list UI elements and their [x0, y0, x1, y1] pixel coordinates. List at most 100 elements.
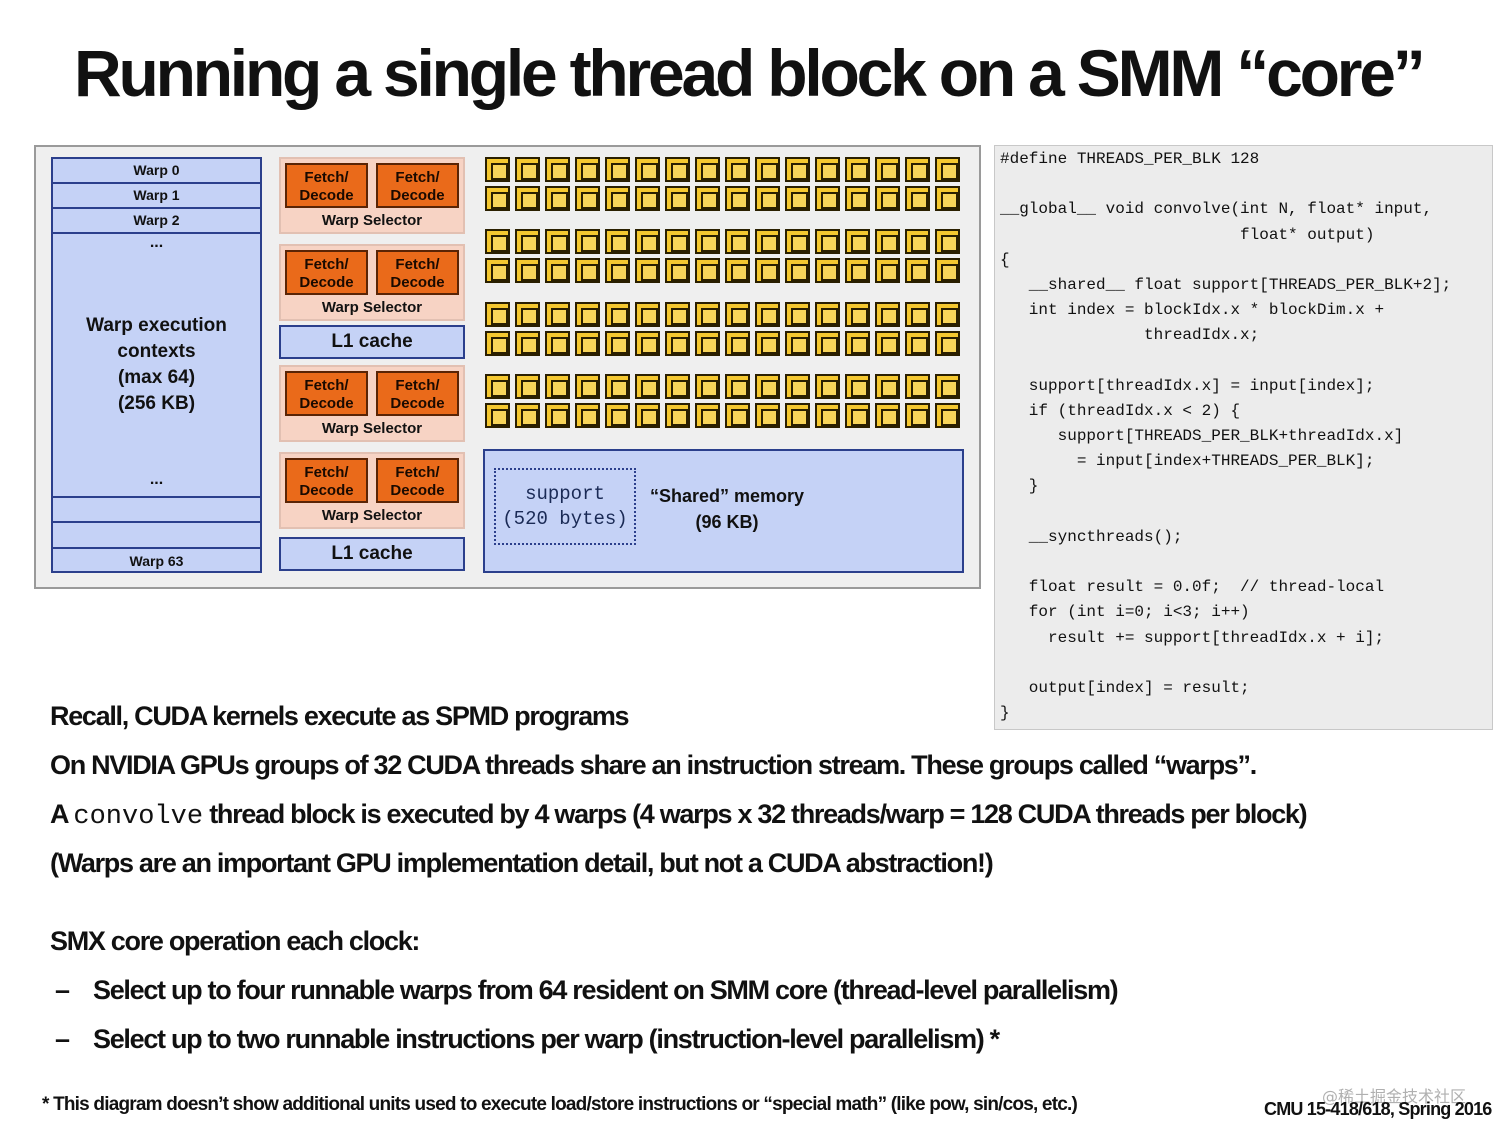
alu-unit	[755, 403, 780, 428]
alu-unit	[545, 302, 570, 327]
code-listing: #define THREADS_PER_BLK 128__global__ vo…	[994, 145, 1493, 730]
alu-unit	[695, 186, 720, 211]
alu-unit	[815, 258, 840, 283]
warp-context-label: Warp execution contexts (max 64) (256 KB…	[53, 313, 260, 417]
alu-unit	[485, 403, 510, 428]
alu-unit	[515, 157, 540, 182]
alu-unit	[905, 331, 930, 356]
alu-unit	[605, 157, 630, 182]
alu-unit	[785, 331, 810, 356]
alu-unit	[605, 302, 630, 327]
alu-unit	[815, 403, 840, 428]
shared-memory-title: “Shared” memory	[649, 486, 805, 506]
shared-memory-size: (96 KB)	[695, 512, 759, 532]
fd-label: Decode	[390, 395, 445, 412]
alu-unit	[515, 403, 540, 428]
alu-unit	[815, 186, 840, 211]
code-line	[1000, 550, 1492, 575]
convolve-warps-text: A convolve thread block is executed by 4…	[50, 794, 1308, 837]
fetch-decode-unit: Fetch/ Decode	[285, 163, 368, 208]
warps-definition-text: On NVIDIA GPUs groups of 32 CUDA threads…	[50, 750, 1257, 780]
alu-unit	[635, 258, 660, 283]
convolve-code: convolve	[73, 802, 204, 832]
alu-unit	[695, 331, 720, 356]
bullet-text: Select up to four runnable warps from 64…	[93, 975, 1119, 1005]
warp-selector: Warp Selector	[321, 420, 423, 437]
fd-label: Fetch/	[304, 256, 349, 273]
fetch-decode-group-3: Fetch/ Decode Fetch/ Decode Warp Selecto…	[279, 365, 465, 442]
alu-unit	[665, 229, 690, 254]
alu-unit	[545, 186, 570, 211]
alu-unit	[755, 229, 780, 254]
alu-unit	[755, 331, 780, 356]
alu-unit	[635, 229, 660, 254]
alu-unit	[875, 331, 900, 356]
code-line: }	[1000, 704, 1010, 723]
warp-ellipsis-top: ...	[149, 234, 164, 251]
smm-diagram: Warp 0 Warp 1 Warp 2 ... Warp execution …	[34, 145, 981, 589]
bullet-item: –Select up to four runnable warps from 6…	[55, 970, 1119, 1010]
alu-unit	[845, 302, 870, 327]
code-line: if (threadIdx.x < 2) {	[1000, 401, 1241, 420]
alu-unit	[695, 302, 720, 327]
fd-label: Fetch/	[395, 256, 440, 273]
alu-unit	[815, 374, 840, 399]
alu-unit	[695, 374, 720, 399]
alu-unit	[545, 258, 570, 283]
alu-unit	[905, 229, 930, 254]
alu-unit	[485, 302, 510, 327]
alu-unit	[695, 229, 720, 254]
shared-memory: support (520 bytes) “Shared” memory (96 …	[483, 449, 964, 573]
alu-unit	[935, 302, 960, 327]
warp-1-row: Warp 1	[53, 184, 260, 209]
alu-unit	[845, 157, 870, 182]
support-label: support	[525, 483, 605, 505]
alu-unit	[665, 186, 690, 211]
alu-unit	[845, 403, 870, 428]
alu-unit	[545, 331, 570, 356]
alu-unit	[515, 258, 540, 283]
alu-unit	[635, 186, 660, 211]
alu-unit	[635, 157, 660, 182]
alu-unit	[755, 157, 780, 182]
alu-unit	[875, 403, 900, 428]
alu-unit	[485, 157, 510, 182]
alu-unit	[515, 331, 540, 356]
alu-unit	[575, 374, 600, 399]
fd-label: Fetch/	[304, 377, 349, 394]
bullet-text: Select up to two runnable instructions p…	[93, 1024, 1000, 1054]
alu-unit	[695, 258, 720, 283]
alu-unit	[695, 157, 720, 182]
alu-unit	[575, 229, 600, 254]
fd-label: Decode	[299, 187, 354, 204]
fd-label: Decode	[299, 395, 354, 412]
alu-unit	[605, 331, 630, 356]
fd-label: Fetch/	[395, 464, 440, 481]
code-line	[1000, 500, 1492, 525]
fd-label: Decode	[390, 187, 445, 204]
code-line: for (int i=0; i<3; i++)	[1000, 603, 1250, 622]
alu-unit	[935, 403, 960, 428]
alu-unit	[575, 157, 600, 182]
slide-title: Running a single thread block on a SMM “…	[74, 36, 1426, 110]
alu-unit	[665, 157, 690, 182]
warps-note-text: (Warps are an important GPU implementati…	[50, 848, 994, 878]
alu-unit	[665, 258, 690, 283]
alu-unit	[605, 186, 630, 211]
alu-unit	[845, 331, 870, 356]
alu-unit	[875, 186, 900, 211]
alu-unit	[905, 258, 930, 283]
fd-label: Decode	[390, 482, 445, 499]
warp-selector: Warp Selector	[321, 299, 423, 316]
code-line: #define THREADS_PER_BLK 128	[1000, 150, 1260, 168]
alu-unit	[845, 186, 870, 211]
alu-unit	[875, 229, 900, 254]
fd-label: Fetch/	[304, 169, 349, 186]
code-line	[1000, 349, 1492, 374]
text-part: A	[50, 799, 74, 829]
code-line: }	[1000, 477, 1039, 496]
code-line: __shared__ float support[THREADS_PER_BLK…	[1000, 275, 1452, 294]
bullet-dash: –	[55, 975, 70, 1005]
alu-unit	[935, 186, 960, 211]
watermark: @稀土掘金技术社区	[1322, 1087, 1467, 1106]
